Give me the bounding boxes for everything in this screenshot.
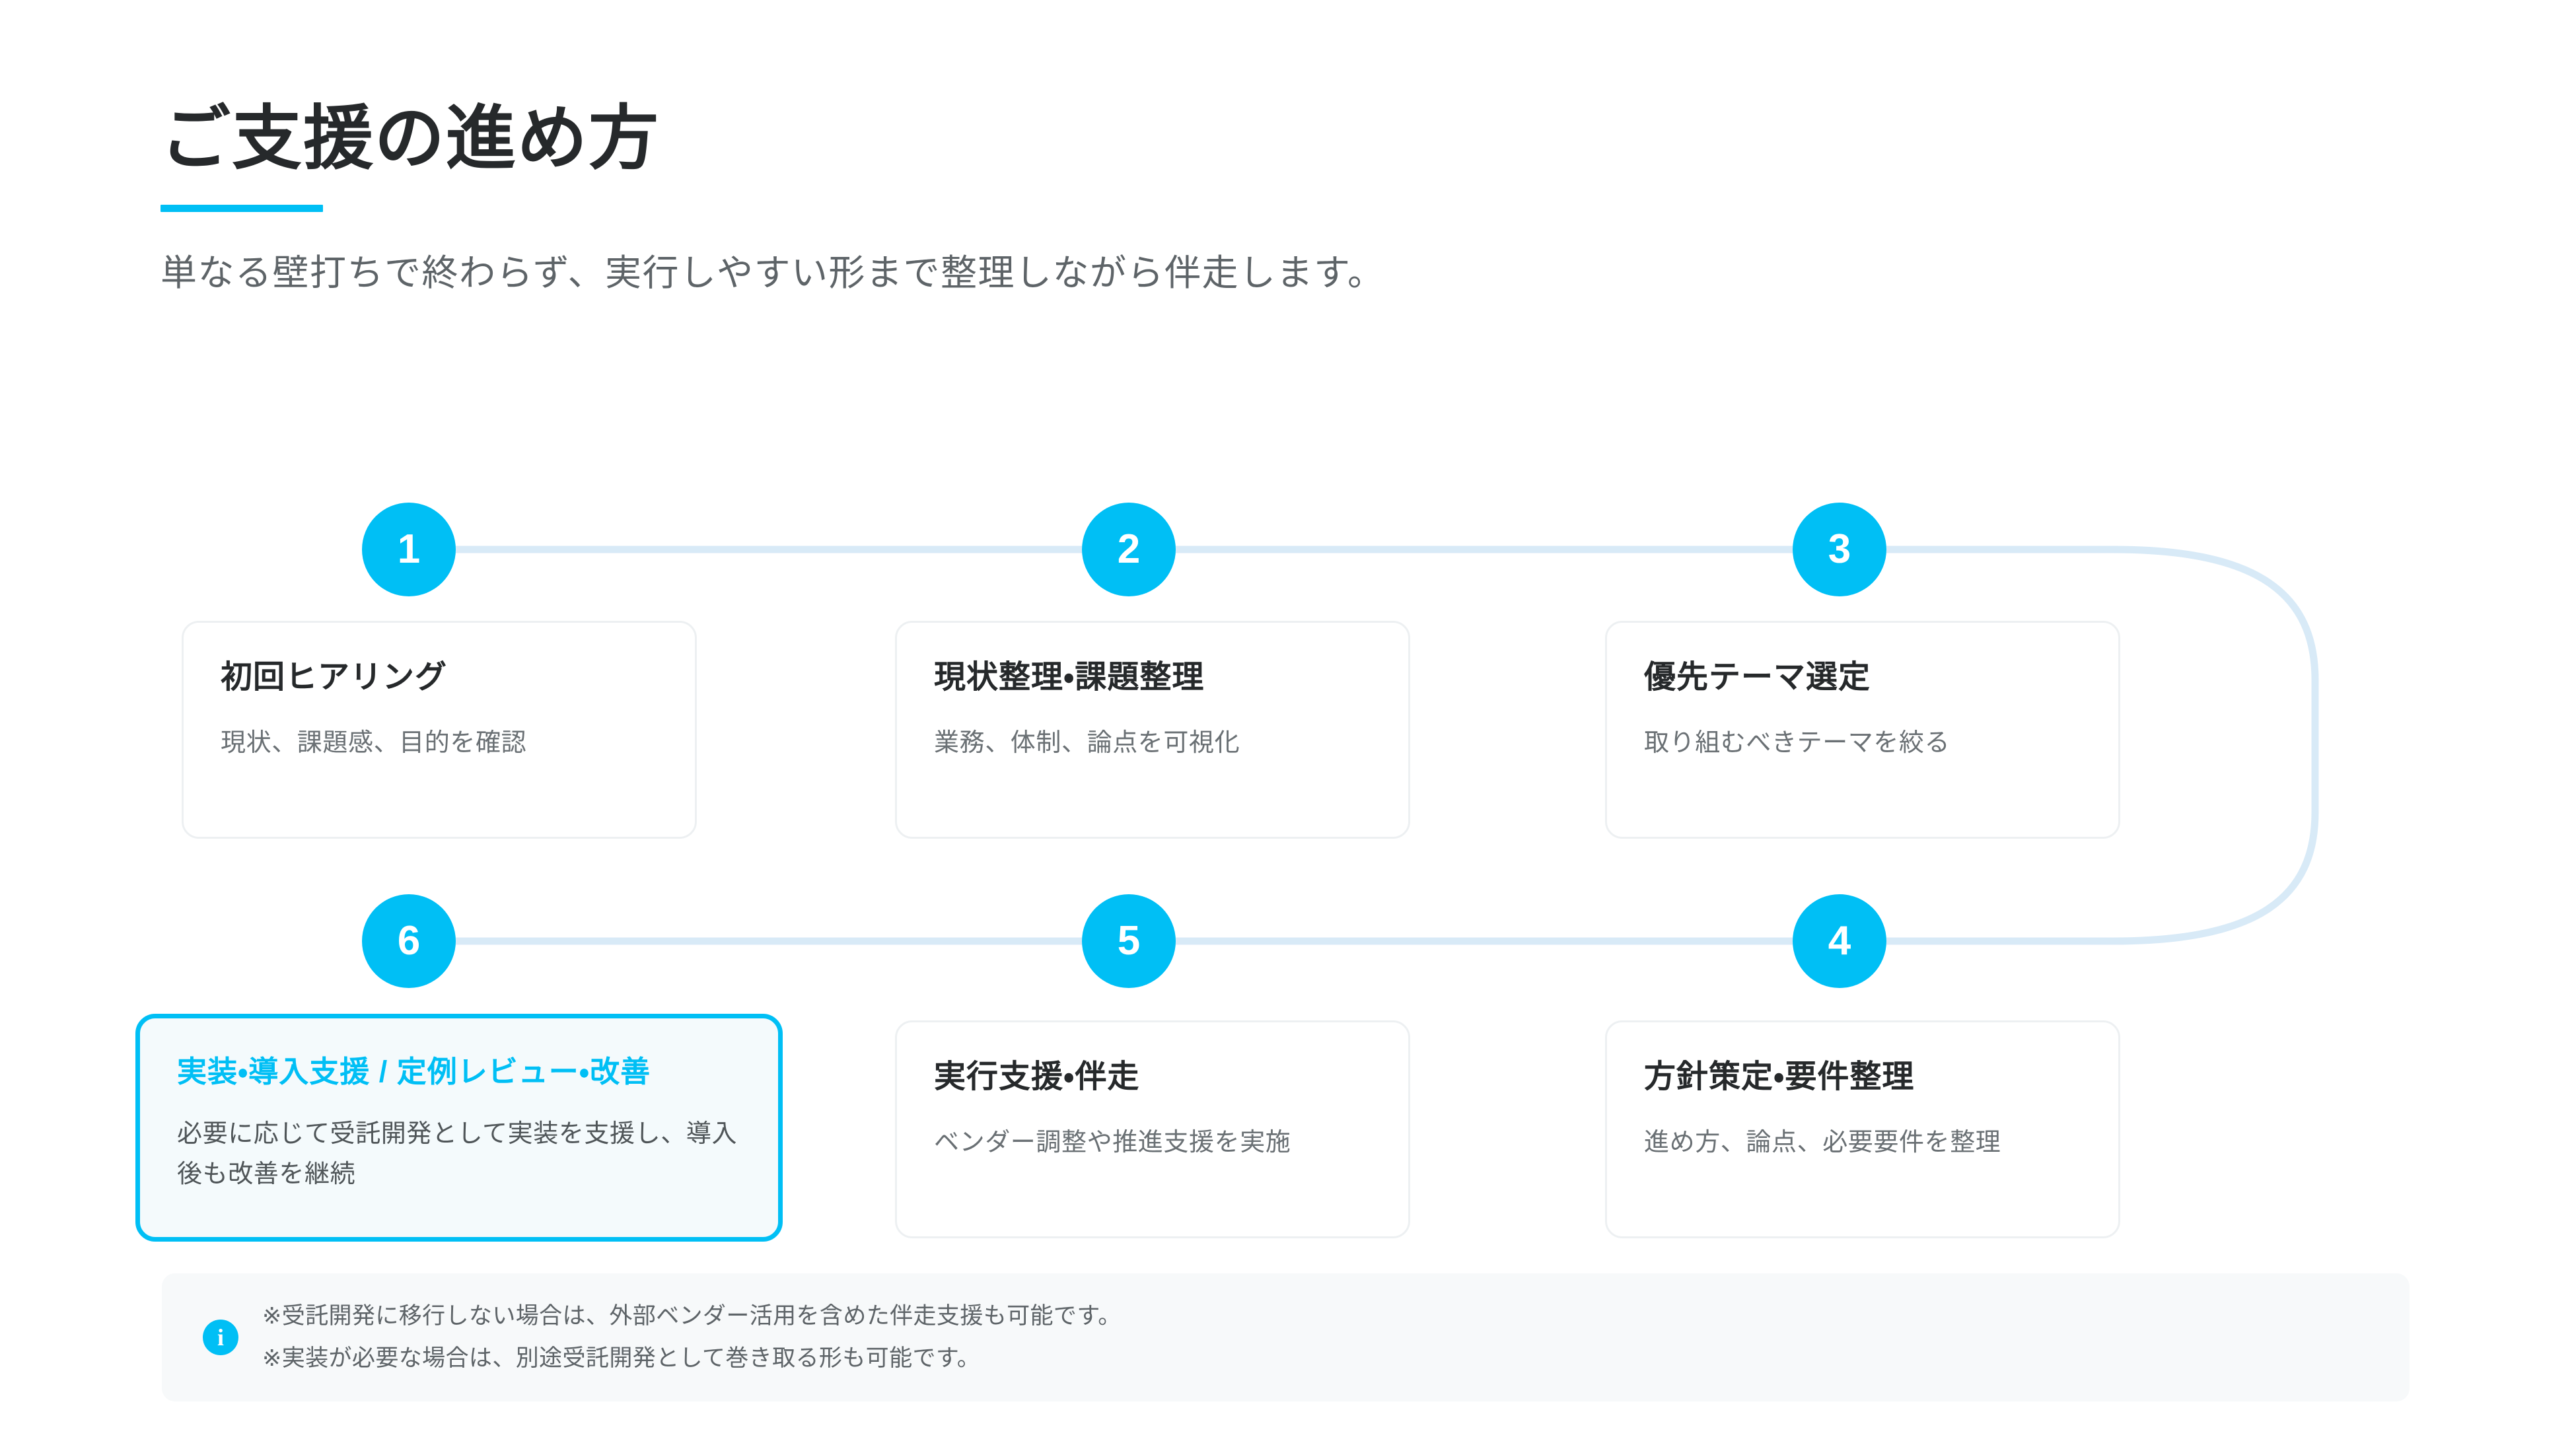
step-badge-6[interactable]: 6 <box>362 894 456 988</box>
step-badge-5[interactable]: 5 <box>1082 894 1176 988</box>
step-card-description: 必要に応じて受託開発として実装を支援し、導入後も改善を継続 <box>177 1119 738 1189</box>
step-card-description: 進め方、論点、必要要件を整理 <box>1644 1129 2001 1157</box>
step-card-title: 現状整理・課題整理 <box>934 660 1205 695</box>
step-badge-3[interactable]: 3 <box>1793 503 1886 596</box>
step-card-5[interactable]: 実行支援・伴走 ベンダー調整や推進支援を実施 <box>895 1020 1410 1238</box>
step-badge-number: 3 <box>1828 526 1851 572</box>
step-card-4[interactable]: 方針策定・要件整理 進め方、論点、必要要件を整理 <box>1605 1020 2120 1238</box>
step-card-title: 方針策定・要件整理 <box>1644 1059 1915 1094</box>
step-badge-number: 1 <box>397 526 421 572</box>
footnote-line: ※受託開発に移行しない場合は、外部ベンダー活用を含めた伴走支援も可能です。 <box>262 1303 1122 1329</box>
step-card-title: 実行支援・伴走 <box>934 1059 1140 1094</box>
step-badge-2[interactable]: 2 <box>1082 503 1176 596</box>
page-title: ご支援の進め方 <box>161 100 660 178</box>
info-icon: i <box>203 1320 238 1355</box>
footnote-panel: i ※受託開発に移行しない場合は、外部ベンダー活用を含めた伴走支援も可能です。 … <box>162 1273 2410 1401</box>
step-card-2[interactable]: 現状整理・課題整理 業務、体制、論点を可視化 <box>895 621 1410 839</box>
step-badge-number: 2 <box>1117 526 1141 572</box>
step-card-3[interactable]: 優先テーマ選定 取り組むべきテーマを絞る <box>1605 621 2120 839</box>
step-badge-1[interactable]: 1 <box>362 503 456 596</box>
step-card-6[interactable]: 実装・導入支援 / 定例レビュー・改善 必要に応じて受託開発として実装を支援し、… <box>135 1014 783 1242</box>
step-badge-number: 5 <box>1117 918 1141 964</box>
title-underline-accent <box>161 204 323 212</box>
page-subtitle: 単なる壁打ちで終わらず、実行しやすい形まで整理しながら伴走します。 <box>161 252 1385 293</box>
step-card-description: 現状、課題感、目的を確認 <box>221 729 527 758</box>
step-card-description: 業務、体制、論点を可視化 <box>934 729 1240 758</box>
step-card-description: ベンダー調整や推進支援を実施 <box>934 1129 1291 1157</box>
step-badge-number: 6 <box>397 918 421 964</box>
step-badge-number: 4 <box>1828 918 1851 964</box>
step-card-1[interactable]: 初回ヒアリング 現状、課題感、目的を確認 <box>182 621 697 839</box>
step-badge-4[interactable]: 4 <box>1793 894 1886 988</box>
step-card-description: 取り組むべきテーマを絞る <box>1644 729 1950 758</box>
page-header: ご支援の進め方 単なる壁打ちで終わらず、実行しやすい形まで整理しながら伴走します… <box>161 99 2340 299</box>
footnote-line: ※実装が必要な場合は、別途受託開発として巻き取る形も可能です。 <box>262 1345 981 1371</box>
info-icon-glyph: i <box>217 1324 224 1351</box>
footnote-text-group: ※受託開発に移行しない場合は、外部ベンダー活用を含めた伴走支援も可能です。 ※実… <box>262 1302 1122 1373</box>
step-card-title: 優先テーマ選定 <box>1644 660 1871 695</box>
step-card-title: 実装・導入支援 / 定例レビュー・改善 <box>177 1055 651 1088</box>
step-card-title: 初回ヒアリング <box>221 660 448 695</box>
